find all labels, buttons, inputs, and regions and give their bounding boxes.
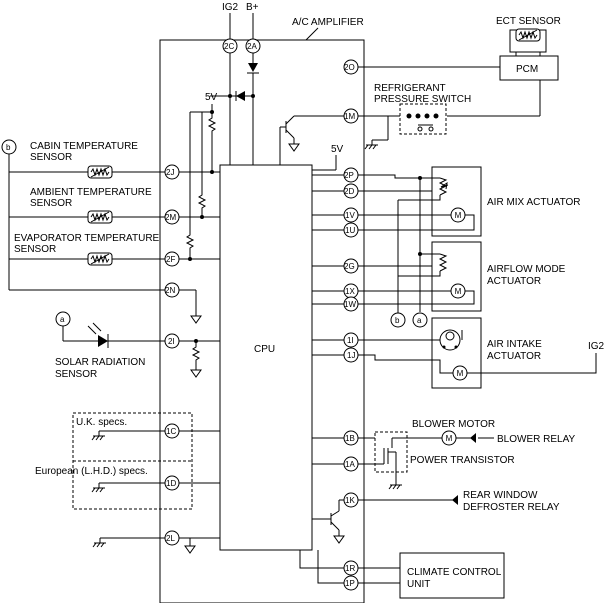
pin-2A: 2A xyxy=(247,42,257,51)
air-intake-actuator-box xyxy=(431,317,482,389)
pin-1C: 1C xyxy=(166,427,176,436)
pin-2O: 2O xyxy=(344,63,355,72)
pin-1J: 1J xyxy=(347,351,355,360)
evaporator-label-1: EVAPORATOR TEMPERATURE xyxy=(14,233,160,244)
pin-2M: 2M xyxy=(165,213,176,222)
evaporator-label-2: SENSOR xyxy=(14,244,56,255)
refrigerant-label-2: PRESSURE SWITCH xyxy=(374,94,471,105)
amplifier-label: A/C AMPLIFIER xyxy=(292,17,364,28)
intake-label-2: ACTUATOR xyxy=(487,351,541,362)
rear-label-1: REAR WINDOW xyxy=(463,490,538,501)
ambient-label-2: SENSOR xyxy=(30,198,72,209)
pin-2F: 2F xyxy=(166,255,175,264)
solar-label-1: SOLAR RADIATION xyxy=(55,357,145,368)
pin-1B: 1B xyxy=(345,434,355,443)
air-mix-label: AIR MIX ACTUATOR xyxy=(487,197,581,208)
pin-1A: 1A xyxy=(345,460,355,469)
power-transistor-label: POWER TRANSISTOR xyxy=(410,455,515,466)
refrigerant-label-1: REFRIGERANT xyxy=(374,83,446,94)
pin-1P: 1P xyxy=(345,579,355,588)
ig2-right-label: IG2 xyxy=(588,341,605,352)
blower-relay-label: BLOWER RELAY xyxy=(497,434,575,445)
climate-label-2: UNIT xyxy=(407,579,430,590)
bplus-label: B+ xyxy=(246,2,259,13)
pin-2J: 2J xyxy=(166,168,174,177)
airflow-label-1: AIRFLOW MODE xyxy=(487,264,566,275)
pin-2D: 2D xyxy=(344,187,354,196)
pin-1R: 1R xyxy=(345,564,355,573)
pin-2P: 2P xyxy=(344,171,354,180)
marker-a-right: a xyxy=(417,316,422,325)
climate-control-box xyxy=(399,552,505,599)
pin-1D: 1D xyxy=(166,479,176,488)
pin-2C: 2C xyxy=(224,42,234,51)
ect-sensor-label: ECT SENSOR xyxy=(496,16,561,27)
air-mix-actuator-box xyxy=(431,166,482,237)
solar-label-2: SENSOR xyxy=(55,369,97,380)
amplifier-box xyxy=(159,39,365,603)
pin-1K: 1K xyxy=(345,496,355,505)
climate-label-1: CLIMATE CONTROL xyxy=(407,567,502,578)
pin-1V: 1V xyxy=(345,211,355,220)
eu-specs-label: European (L.H.D.) specs. xyxy=(35,466,148,477)
pcm-label: PCM xyxy=(516,64,538,75)
marker-b-left: b xyxy=(6,143,11,152)
5v-label-a: 5V xyxy=(205,92,218,103)
cpu-label: CPU xyxy=(254,344,275,355)
pin-1X: 1X xyxy=(345,287,355,296)
marker-a-left: a xyxy=(60,315,65,324)
rear-label-2: DEFROSTER RELAY xyxy=(463,502,560,513)
pin-2N: 2N xyxy=(165,286,175,295)
marker-b-right: b xyxy=(395,316,400,325)
blower-motor-label: BLOWER MOTOR xyxy=(412,419,495,430)
pin-2G: 2G xyxy=(344,262,355,271)
pin-1I: 1I xyxy=(347,336,354,345)
ambient-label-1: AMBIENT TEMPERATURE xyxy=(30,187,152,198)
pin-1U: 1U xyxy=(345,226,355,235)
cabin-label-2: SENSOR xyxy=(30,152,72,163)
pin-1W: 1W xyxy=(344,300,356,309)
airflow-label-2: ACTUATOR xyxy=(487,276,541,287)
cabin-label-1: CABIN TEMPERATURE xyxy=(30,141,138,152)
pcm-box xyxy=(499,55,559,81)
ig2-top-label: IG2 xyxy=(222,2,239,13)
cpu-box xyxy=(219,164,313,551)
uk-specs-label: U.K. specs. xyxy=(76,417,127,428)
pin-2I: 2I xyxy=(168,337,175,346)
pin-1M: 1M xyxy=(344,112,355,121)
intake-label-1: AIR INTAKE xyxy=(487,339,542,350)
pin-2L: 2L xyxy=(166,534,175,543)
5v-label-b: 5V xyxy=(331,144,344,155)
